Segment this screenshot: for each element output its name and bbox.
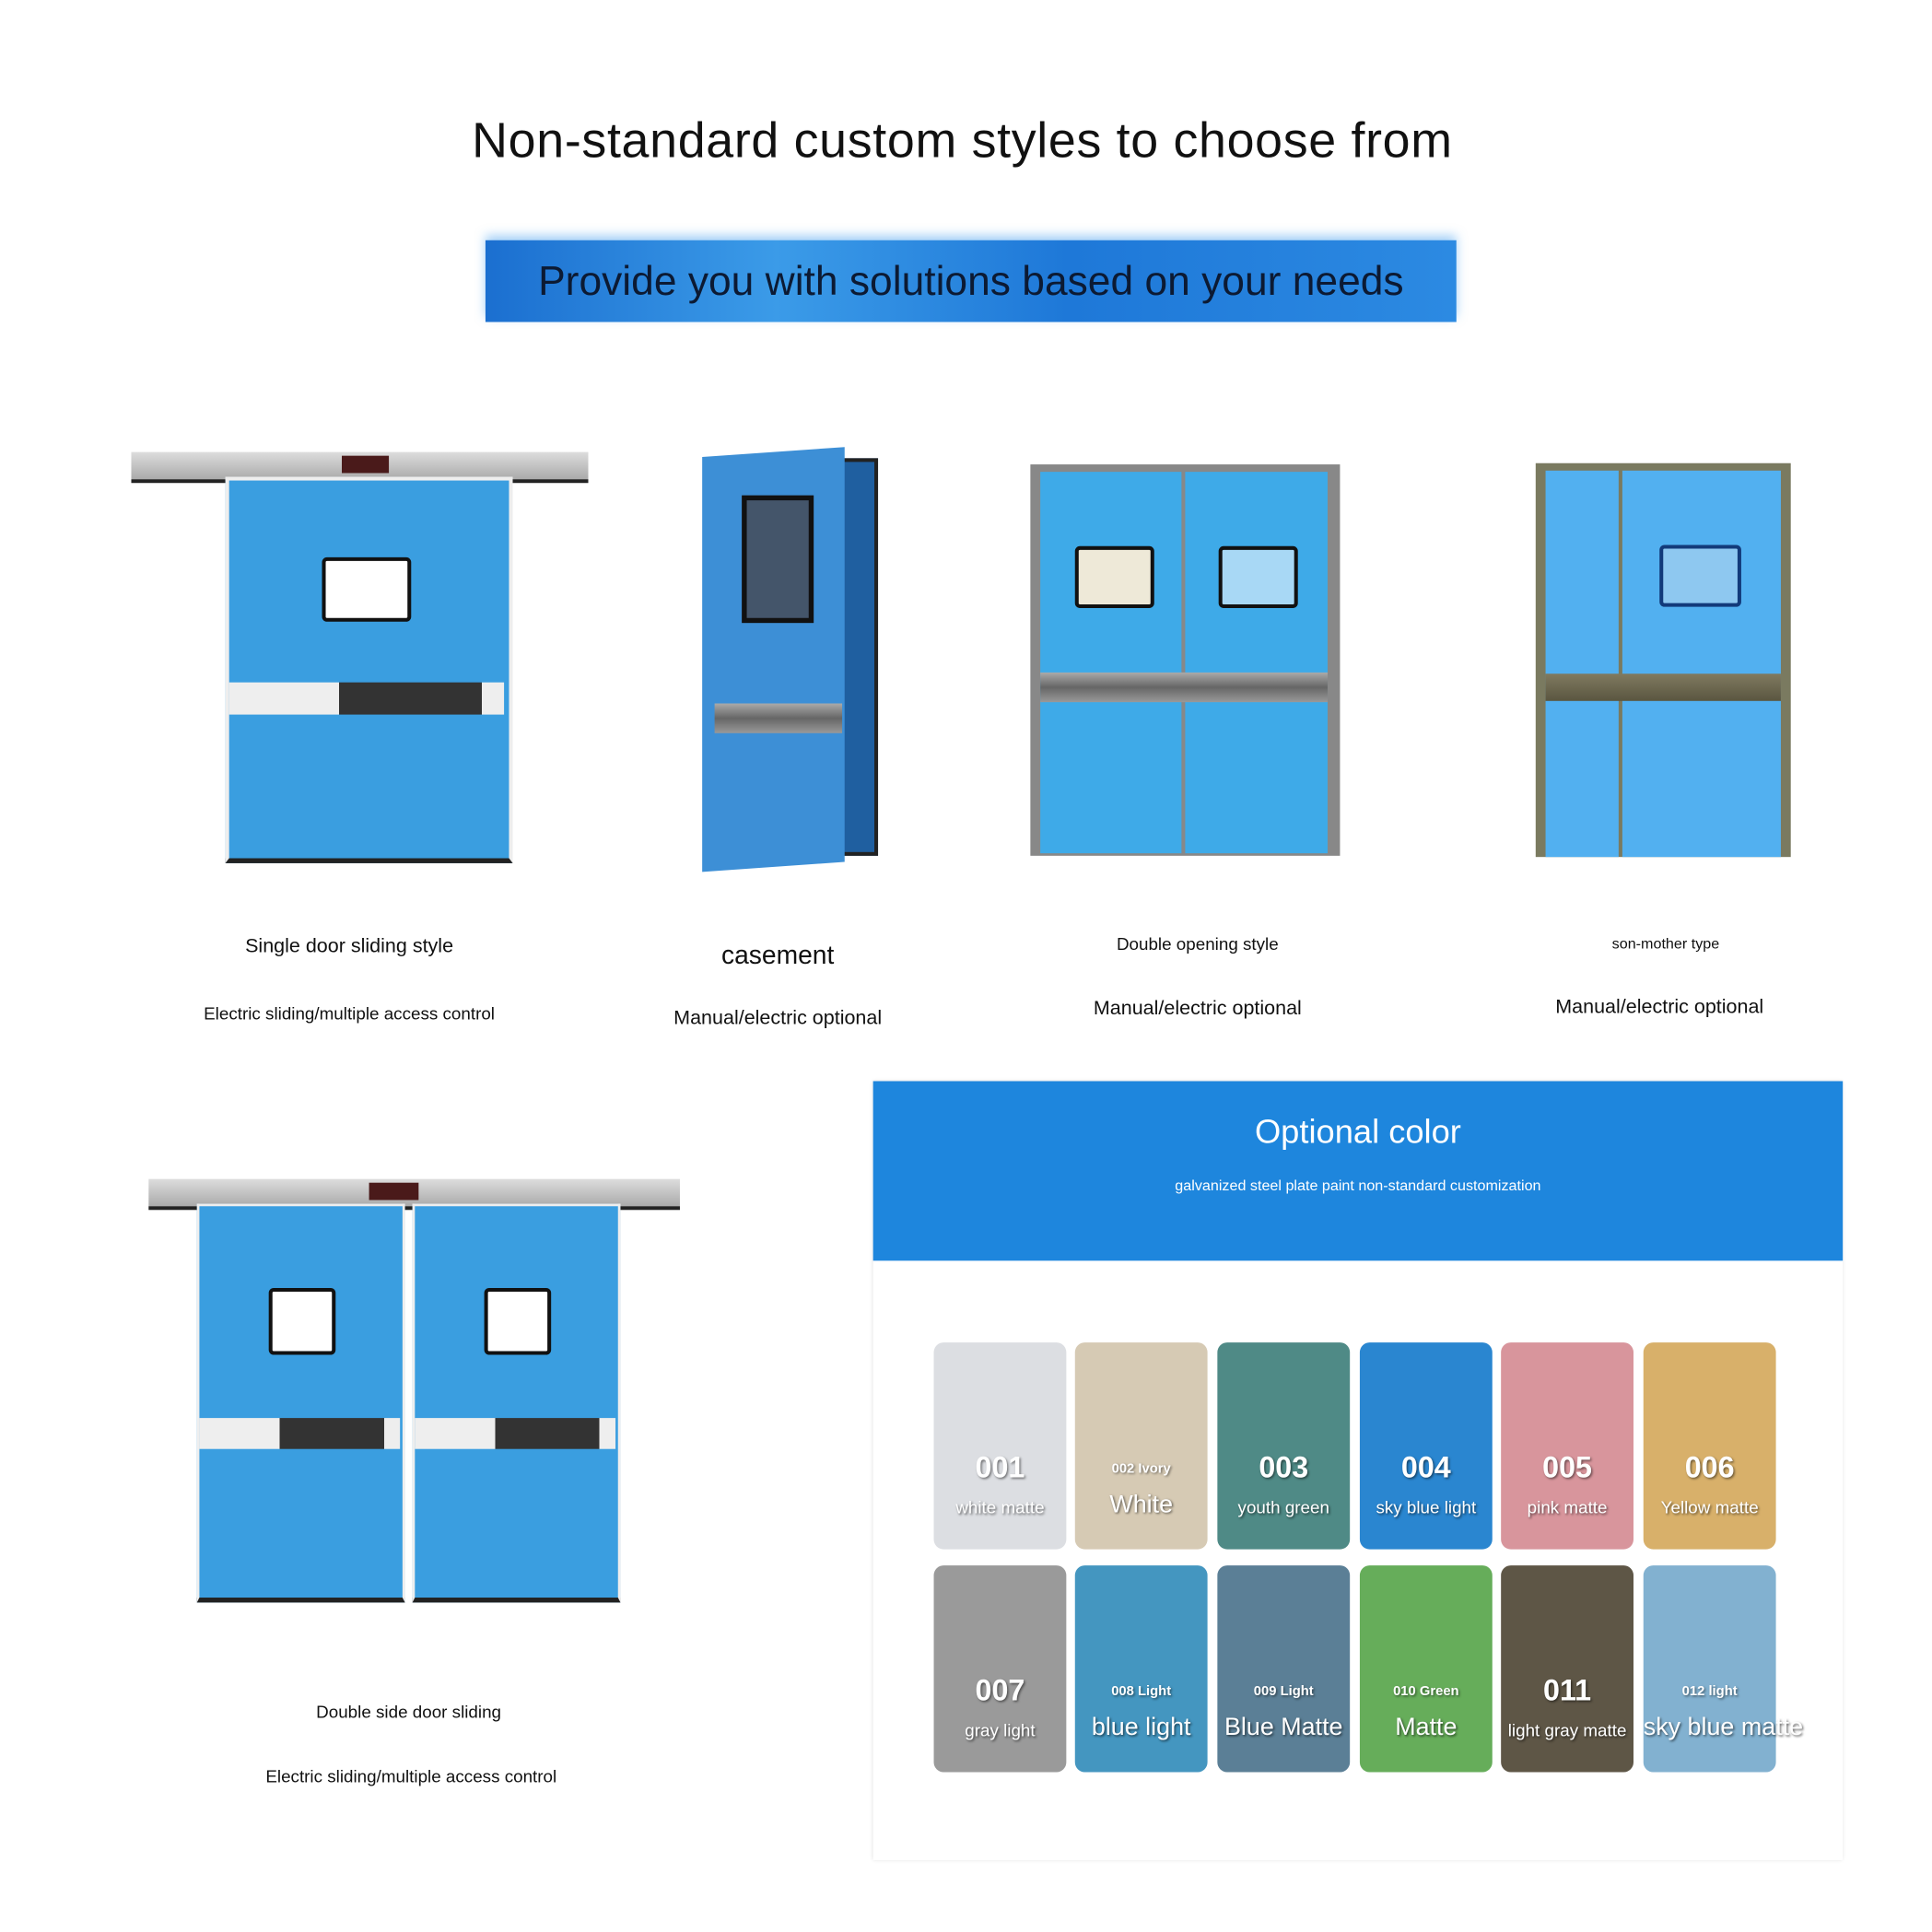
color-panel-title: Optional color [1254, 1113, 1461, 1151]
swatch-label: pink matte [1527, 1497, 1608, 1517]
subtitle-banner: Provide you with solutions based on your… [485, 240, 1457, 322]
swatch-label: blue light [1091, 1714, 1191, 1741]
page-title: Non-standard custom styles to choose fro… [472, 113, 1453, 169]
product-name: Double side door sliding [316, 1701, 502, 1722]
double-sliding-door-image [148, 1178, 681, 1607]
color-panel-subtitle: galvanized steel plate paint non-standar… [1175, 1176, 1541, 1194]
swatch-code: 004 [1400, 1451, 1451, 1485]
single-sliding-door-image [131, 451, 589, 863]
optional-color-panel: Optional color galvanized steel plate pa… [872, 1081, 1844, 1860]
swatch-code: 005 [1542, 1451, 1592, 1485]
product-desc: Electric sliding/multiple access control [204, 1002, 495, 1024]
swatch-code: 003 [1259, 1451, 1309, 1485]
color-swatch[interactable]: 007 gray light [933, 1565, 1067, 1773]
color-swatch[interactable]: 008 Light blue light [1074, 1565, 1208, 1773]
casement-door-image [702, 439, 879, 879]
product-name: Double opening style [1116, 933, 1279, 954]
product-desc: Electric sliding/multiple access control [265, 1765, 557, 1786]
swatch-label: youth green [1237, 1497, 1329, 1517]
swatch-label: Yellow matte [1660, 1497, 1759, 1517]
swatch-code: 011 [1543, 1674, 1592, 1708]
swatch-code: 002 Ivory [1111, 1461, 1171, 1477]
color-swatch[interactable]: 001 white matte [933, 1342, 1067, 1550]
swatch-code: 010 Green [1393, 1684, 1459, 1700]
son-mother-door-image [1535, 463, 1791, 858]
swatch-label: sky blue light [1376, 1497, 1477, 1517]
swatch-code: 008 Light [1111, 1684, 1172, 1700]
swatch-code: 007 [975, 1674, 1025, 1708]
color-swatch[interactable]: 011 light gray matte [1501, 1565, 1633, 1773]
product-name: casement [720, 941, 835, 970]
product-name: son-mother type [1611, 934, 1720, 953]
swatch-code: 006 [1684, 1451, 1735, 1485]
subtitle-text: Provide you with solutions based on your… [538, 257, 1404, 304]
swatch-code: 001 [975, 1451, 1025, 1485]
swatch-label: light gray matte [1507, 1720, 1627, 1740]
swatch-label: gray light [965, 1720, 1036, 1740]
color-swatch[interactable]: 012 light sky blue matte [1643, 1565, 1804, 1773]
product-desc: Manual/electric optional [673, 1008, 883, 1030]
product-desc: Manual/electric optional [1555, 997, 1764, 1018]
color-swatch[interactable]: 004 sky blue light [1359, 1342, 1493, 1550]
color-panel-header: Optional color galvanized steel plate pa… [872, 1081, 1844, 1261]
product-desc: Manual/electric optional [1093, 998, 1302, 1020]
swatch-code: 009 Light [1253, 1684, 1314, 1700]
color-swatch[interactable]: 005 pink matte [1501, 1342, 1633, 1550]
swatch-label: white matte [955, 1497, 1045, 1517]
swatch-label: sky blue matte [1643, 1714, 1804, 1741]
product-name: Single door sliding style [245, 936, 454, 958]
swatch-label: Blue Matte [1224, 1714, 1343, 1741]
color-swatch[interactable]: 003 youth green [1217, 1342, 1351, 1550]
swatch-code: 012 light [1681, 1684, 1738, 1700]
swatch-label: Matte [1395, 1714, 1458, 1741]
double-opening-door-image [1030, 464, 1341, 856]
swatch-label: White [1109, 1491, 1174, 1518]
